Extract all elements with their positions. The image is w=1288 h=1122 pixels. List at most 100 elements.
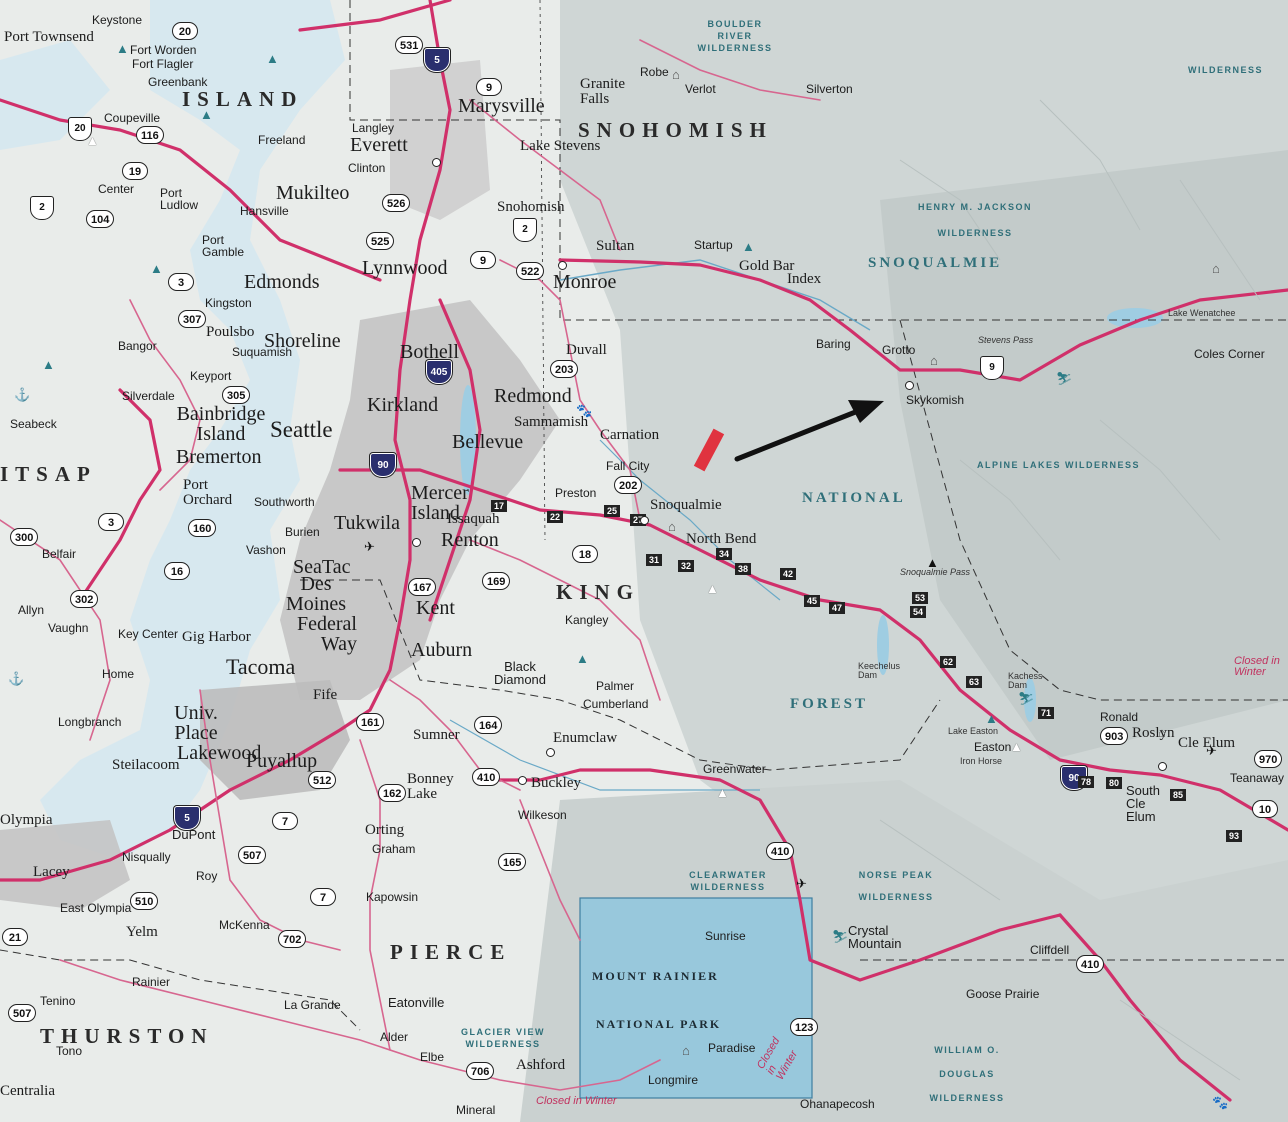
place-bangor: Bangor	[118, 339, 157, 353]
city-kirkland: Kirkland	[367, 394, 439, 416]
city-black-diamond: Black Diamond	[493, 659, 547, 687]
route-507-shield: 507	[238, 846, 267, 864]
place-rainier: Rainier	[132, 975, 171, 989]
route-202-shield: 202	[614, 476, 643, 494]
place-cumberland: Cumberland	[583, 697, 649, 711]
place-cliffdell: Cliffdell	[1030, 943, 1070, 957]
city-sumner: Sumner	[413, 727, 460, 743]
city-renton: Renton	[441, 529, 499, 551]
place-baring: Baring	[816, 337, 851, 351]
place-belfair: Belfair	[42, 547, 77, 561]
city-shoreline: Shoreline	[264, 330, 341, 352]
exit-38: 38	[735, 563, 752, 575]
route-160-shield: 160	[188, 519, 217, 537]
county-kitsap: ITSAP	[0, 462, 97, 486]
route-9-shield-north: 9	[476, 78, 502, 96]
town-dot	[546, 748, 555, 757]
place-port-ludlow: Port Ludlow	[160, 186, 199, 212]
city-sultan: Sultan	[596, 238, 635, 254]
place-south-cle-elum: South Cle Elum	[1126, 783, 1160, 824]
route-164-shield: 164	[474, 716, 503, 734]
wilderness-boulder-river: BOULDER RIVER WILDERNESS	[697, 19, 773, 53]
place-kangley: Kangley	[565, 613, 609, 627]
place-lake-easton: Lake Easton	[948, 726, 999, 736]
exit-80: 80	[1106, 777, 1123, 789]
exit-85: 85	[1170, 789, 1187, 801]
place-hansville: Hansville	[240, 204, 289, 218]
route-16-shield: 16	[164, 562, 190, 580]
city-yelm: Yelm	[126, 924, 158, 940]
city-carnation: Carnation	[600, 427, 660, 443]
route-104-shield: 104	[86, 210, 115, 228]
county-thurston: THURSTON	[40, 1024, 214, 1048]
mountain-peak-icon: ▲	[926, 555, 939, 570]
skier-icon: ⛷	[832, 929, 849, 944]
city-crystal-mountain: Crystal Mountain	[848, 923, 902, 951]
place-preston: Preston	[555, 486, 597, 500]
route-706-shield: 706	[466, 1062, 495, 1080]
interstate-405-shield: 405	[426, 360, 452, 384]
route-702-shield: 702	[278, 930, 307, 948]
place-snoqualmie-pass: Snoqualmie Pass	[900, 567, 971, 577]
city-gig-harbor: Gig Harbor	[182, 629, 251, 645]
city-lacey: Lacey	[33, 864, 70, 880]
route-410-shield: 410	[472, 768, 501, 786]
us-route-101-shield: 2	[30, 196, 54, 220]
place-roy: Roy	[196, 869, 218, 883]
tree-icon: ▲	[200, 107, 213, 122]
forest-label-forest: FOREST	[790, 696, 869, 712]
place-coupeville: Coupeville	[104, 111, 161, 125]
place-langley: Langley	[352, 121, 395, 135]
wilderness-clearwater: CLEARWATER WILDERNESS	[689, 870, 767, 892]
place-ohanapecosh: Ohanapecosh	[800, 1097, 875, 1111]
tree-icon: ▲	[116, 41, 129, 56]
route-169-shield: 169	[482, 572, 511, 590]
campground-icon: ▲	[1010, 739, 1023, 754]
town-dot	[905, 381, 914, 390]
place-tono: Tono	[56, 1044, 83, 1058]
town-dot	[558, 261, 567, 270]
route-203-shield: 203	[550, 360, 579, 378]
place-sunrise: Sunrise	[705, 929, 746, 943]
exit-53: 53	[912, 592, 929, 604]
place-silverdale: Silverdale	[122, 389, 175, 403]
pointer-arrow-shaft	[734, 408, 861, 462]
route-3-shield-north: 3	[168, 273, 194, 291]
town-dot	[518, 776, 527, 785]
city-snoqualmie: Snoqualmie	[650, 497, 722, 513]
city-marysville: Marysville	[458, 95, 545, 117]
city-lynnwood: Lynnwood	[362, 257, 448, 279]
place-startup: Startup	[694, 238, 733, 252]
county-pierce: PIERCE	[390, 940, 512, 964]
wilderness-alpine-lakes: ALPINE LAKES WILDERNESS	[976, 460, 1140, 470]
route-10-shield: 10	[1252, 800, 1278, 818]
place-vaughn: Vaughn	[48, 621, 89, 635]
place-burien: Burien	[285, 525, 320, 539]
wilderness-william-o-douglas: WILLIAM O. DOUGLAS WILDERNESS	[929, 1045, 1005, 1103]
route-116-shield: 116	[136, 126, 164, 144]
city-bainbridge-island: Bainbridge Island	[176, 403, 266, 445]
route-9-shield: 9	[470, 251, 496, 269]
city-lakewood: Lakewood	[177, 742, 262, 764]
city-skykomish: Skykomish	[906, 393, 965, 407]
place-mineral: Mineral	[456, 1103, 496, 1117]
city-poulsbo: Poulsbo	[206, 324, 255, 340]
interstate-5-shield-north: 5	[424, 48, 450, 72]
place-fall-city: Fall City	[606, 459, 650, 473]
city-gold-bar: Gold Bar	[739, 258, 795, 274]
route-305-shield: 305	[222, 386, 251, 404]
route-522-shield: 522	[516, 262, 545, 280]
route-300-shield: 300	[10, 528, 39, 546]
route-531-shield: 531	[395, 36, 424, 54]
exit-32: 32	[678, 560, 695, 572]
exit-71: 71	[1038, 707, 1055, 719]
route-525-shield: 525	[366, 232, 395, 250]
ranger-station-icon: ⌂	[1212, 261, 1220, 276]
tree-icon: ▲	[985, 711, 998, 726]
ranger-station-icon: ⌂	[668, 519, 676, 534]
place-grotto: Grotto	[882, 343, 916, 357]
exit-17: 17	[491, 500, 508, 512]
city-bonney-lake: Bonney Lake	[407, 771, 454, 802]
place-olympia: Olympia	[0, 812, 53, 828]
